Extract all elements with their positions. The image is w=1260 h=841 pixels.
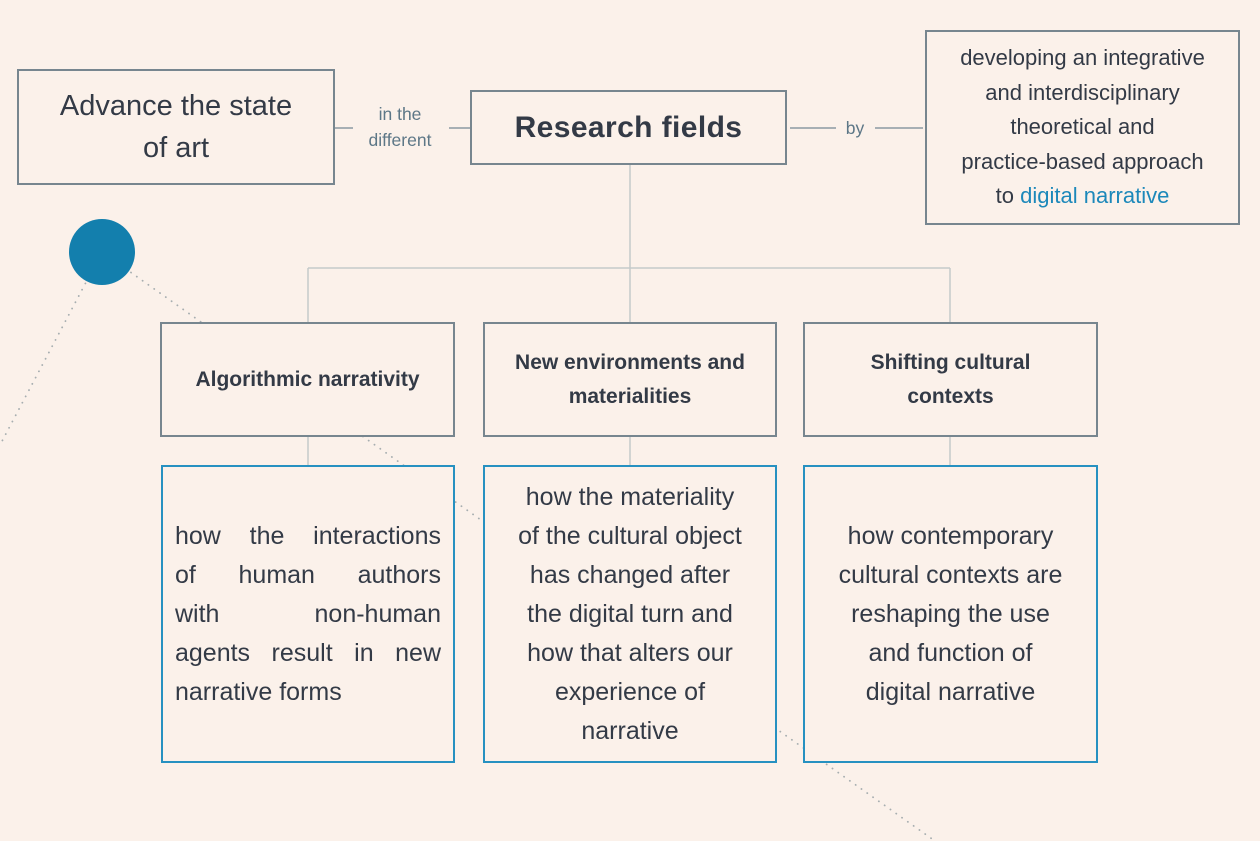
tree-lines (307, 165, 951, 465)
dotted-line-left (0, 251, 103, 446)
approach-last-line-prefix: to (995, 183, 1021, 209)
connector-label-by: by (845, 118, 865, 138)
research-fields-title: Research fields (514, 110, 743, 144)
digital-narrative-link[interactable]: digital narrative (1020, 183, 1170, 209)
research-fields-box: Research fields (470, 90, 787, 165)
blue-dot (69, 219, 135, 285)
category-label: Algorithmic narrativity (195, 367, 420, 391)
category-box-algorithmic-narrativity: Algorithmic narrativity (160, 322, 455, 437)
approach-last-line: to digital narrative (996, 179, 1170, 214)
